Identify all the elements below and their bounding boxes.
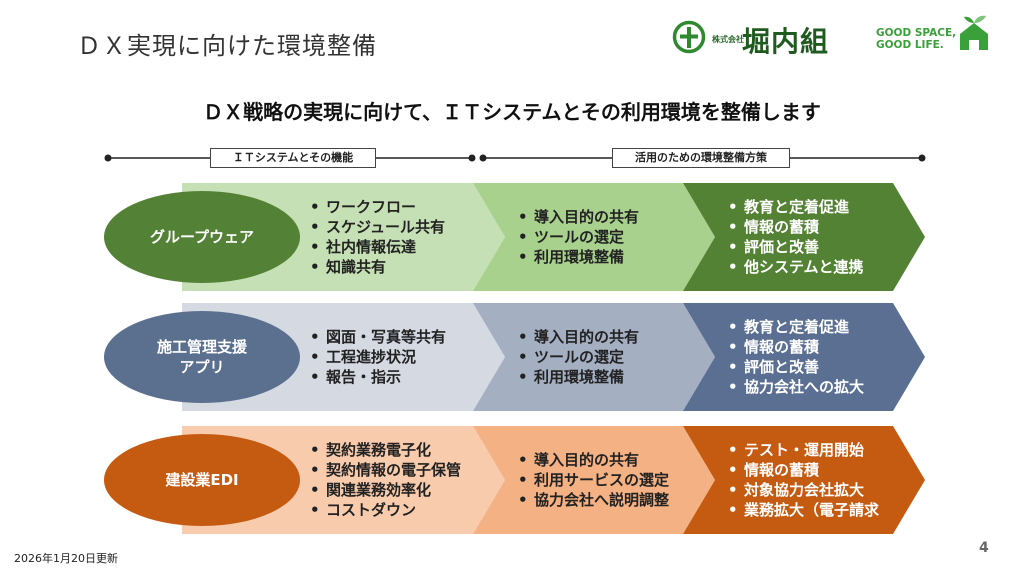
- company-prefix: 株式会社: [712, 35, 744, 44]
- slogan: GOOD SPACE, GOOD LIFE.: [876, 27, 957, 51]
- list-item: 関連業務効率化: [310, 480, 461, 500]
- list-item: テスト・運用開始: [728, 440, 879, 460]
- function-list: ワークフロー スケジュール共有 社内情報伝達 知識共有: [310, 197, 445, 277]
- promotion-list: 教育と定着促進 情報の蓄積 評価と改善 協力会社への拡大: [728, 317, 864, 397]
- system-oval-construction-app: 施工管理支援 アプリ: [104, 311, 300, 403]
- preparation-list: 導入目的の共有 ツールの選定 利用環境整備: [518, 327, 639, 387]
- page-number: 4: [979, 540, 989, 556]
- system-oval-edi: 建設業EDI: [104, 434, 300, 526]
- section-label-it-systems: ＩＴシステムとその機能: [210, 148, 376, 168]
- list-item: 情報の蓄積: [728, 217, 864, 237]
- list-item: 導入目的の共有: [518, 207, 639, 227]
- list-item: コストダウン: [310, 500, 461, 520]
- list-item: 情報の蓄積: [728, 337, 864, 357]
- list-item: ワークフロー: [310, 197, 445, 217]
- list-item: 教育と定着促進: [728, 197, 864, 217]
- system-oval-groupware: グループウェア: [104, 191, 300, 283]
- list-item: 評価と改善: [728, 237, 864, 257]
- list-item: 教育と定着促進: [728, 317, 864, 337]
- preparation-list: 導入目的の共有 利用サービスの選定 協力会社へ説明調整: [518, 450, 669, 510]
- list-item: 他システムと連携: [728, 257, 864, 277]
- list-item: 評価と改善: [728, 357, 864, 377]
- company-name: 堀内組: [742, 25, 830, 58]
- function-list: 契約業務電子化 契約情報の電子保管 関連業務効率化 コストダウン: [310, 440, 461, 520]
- headline: ＤＸ戦略の実現に向けて、ＩＴシステムとその利用環境を整備します: [203, 100, 821, 124]
- list-item: ツールの選定: [518, 227, 639, 247]
- list-item: 報告・指示: [310, 367, 446, 387]
- slide-title: ＤＸ実現に向けた環境整備: [77, 32, 377, 60]
- list-item: 社内情報伝達: [310, 237, 445, 257]
- list-item: 利用サービスの選定: [518, 470, 669, 490]
- company-logo-icon: [672, 20, 706, 54]
- list-item: 利用環境整備: [518, 247, 639, 267]
- list-item: 工程進捗状況: [310, 347, 446, 367]
- list-item: 情報の蓄積: [728, 460, 879, 480]
- list-item: 契約業務電子化: [310, 440, 461, 460]
- list-item: 協力会社への拡大: [728, 377, 864, 397]
- updated-date: 2026年1月20日更新: [14, 552, 118, 565]
- promotion-list: テスト・運用開始 情報の蓄積 対象協力会社拡大 業務拡大（電子請求: [728, 440, 879, 520]
- list-item: スケジュール共有: [310, 217, 445, 237]
- section-label-environment: 活用のための環境整備方策: [612, 148, 790, 168]
- list-item: 導入目的の共有: [518, 327, 639, 347]
- list-item: 契約情報の電子保管: [310, 460, 461, 480]
- list-item: 利用環境整備: [518, 367, 639, 387]
- list-item: 対象協力会社拡大: [728, 480, 879, 500]
- function-list: 図面・写真等共有 工程進捗状況 報告・指示: [310, 327, 446, 387]
- list-item: 協力会社へ説明調整: [518, 490, 669, 510]
- house-icon: [960, 15, 988, 50]
- preparation-list: 導入目的の共有 ツールの選定 利用環境整備: [518, 207, 639, 267]
- list-item: 図面・写真等共有: [310, 327, 446, 347]
- list-item: ツールの選定: [518, 347, 639, 367]
- list-item: 業務拡大（電子請求: [728, 500, 879, 520]
- list-item: 導入目的の共有: [518, 450, 669, 470]
- promotion-list: 教育と定着促進 情報の蓄積 評価と改善 他システムと連携: [728, 197, 864, 277]
- list-item: 知識共有: [310, 257, 445, 277]
